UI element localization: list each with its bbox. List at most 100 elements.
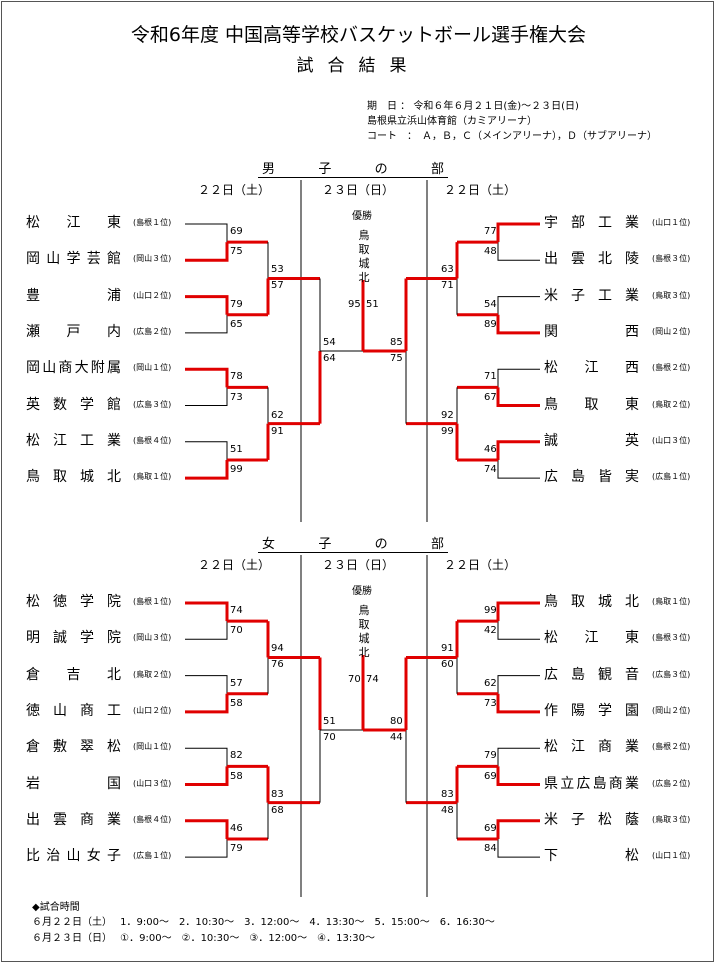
men-champion-char: 城 <box>358 257 370 270</box>
women-left-team: 松徳学院 <box>26 594 121 610</box>
women-right-semi-score: 44 <box>390 732 403 744</box>
men-left-team: 豊浦 <box>26 287 121 304</box>
men-left-r1-line <box>185 387 228 406</box>
men-day-right: ２２日（土） <box>444 183 517 197</box>
info-date: 期 日 ： 令和６年６月２１日(金)～２３日(日) <box>367 101 579 112</box>
women-heading-char: の <box>374 537 388 552</box>
men-right-r1-line <box>496 387 540 407</box>
men-day-left: ２２日（土） <box>198 183 271 197</box>
women-right-r2-score: 60 <box>441 659 454 671</box>
men-left-seed: (岡山３位) <box>133 254 172 264</box>
men-heading: 男子の部 <box>258 162 448 178</box>
women-right-r2-score: 48 <box>441 804 454 816</box>
women-left-r1-line <box>185 693 229 714</box>
women-right-seed: (岡山２位) <box>652 705 691 715</box>
women-champion-char: 鳥 <box>358 604 370 617</box>
info-court: コート ： Ａ，Ｂ，Ｃ（メインアリーナ），Ｄ（サブアリーナ） <box>367 131 657 142</box>
men-right-seed: (鳥取３位) <box>652 290 691 300</box>
men-right-seed: (鳥取２位) <box>652 399 691 409</box>
women-left-seed: (島根４位) <box>133 814 172 824</box>
men-right-r1-score: 71 <box>484 371 497 383</box>
men-right-r1-score: 48 <box>484 246 497 258</box>
women-right-team: 下松 <box>544 848 639 865</box>
women-champion-char: 北 <box>358 646 370 659</box>
men-left-r1-line <box>185 367 229 388</box>
men-left-seed: (岡山１位) <box>133 363 172 373</box>
women-left-r1-line <box>185 601 229 622</box>
women-right-team: 県立広島商業 <box>544 775 639 792</box>
women-left-r1-score: 57 <box>230 677 243 689</box>
men-right-r2-score: 71 <box>441 280 454 292</box>
women-right-team: 広島観音 <box>544 666 639 683</box>
men-left-team: 岡山学芸館 <box>26 251 121 268</box>
men-left-r1-score: 79 <box>230 298 243 310</box>
men-heading-char: 部 <box>430 162 444 177</box>
men-left-r2-score: 53 <box>271 264 284 276</box>
women-final-score: 74 <box>366 674 379 685</box>
page-title: 令和6年度 中国高等学校バスケットボール選手権大会 <box>130 24 587 46</box>
women-right-team: 米子松蔭 <box>544 811 639 828</box>
women-day-right: ２２日（土） <box>444 558 517 572</box>
women-left-r1-score: 58 <box>230 770 243 782</box>
men-left-team: 瀬戸内 <box>26 323 121 340</box>
men-left-r2-score: 62 <box>271 409 284 421</box>
men-right-semi-score: 85 <box>390 337 403 349</box>
women-left-seed: (広島１位) <box>133 851 172 861</box>
men-right-team: 誠英 <box>544 432 639 449</box>
men-left-semi-score: 64 <box>323 353 336 365</box>
women-champion-label: 優勝 <box>352 586 372 597</box>
men-left-r1-score: 73 <box>230 391 243 403</box>
men-left-r2-score: 91 <box>271 425 284 437</box>
men-right-r1-line <box>496 440 540 460</box>
men-right-r2-score: 92 <box>441 409 454 421</box>
women-right-r2-score: 83 <box>441 788 454 800</box>
men-left-r1-line <box>185 223 228 243</box>
women-left-semi-score: 70 <box>323 732 336 744</box>
men-right-team: 関西 <box>544 323 639 340</box>
schedule-day1: ６月２２日（土） 1．9:00～ 2．10:30～ 3．12:00～ 4．13:… <box>32 917 495 928</box>
women-heading: 女子の部 <box>258 537 448 553</box>
women-right-r1-line <box>497 621 540 640</box>
men-left-r1-line <box>185 314 228 334</box>
women-right-r1-score: 42 <box>484 625 497 637</box>
women-right-r1-score: 84 <box>484 843 497 855</box>
women-right-r1-line <box>496 693 540 714</box>
men-left-r1-score: 75 <box>230 246 243 258</box>
men-left-seed: (鳥取１位) <box>133 472 172 482</box>
men-left-r1-score: 51 <box>230 443 243 455</box>
women-right-team: 松江商業 <box>544 739 639 756</box>
women-left-team: 出雲商業 <box>26 811 121 828</box>
women-right-seed: (鳥取１位) <box>652 597 691 606</box>
men-right-r1-line <box>497 459 540 479</box>
women-right-team: 鳥取城北 <box>544 594 639 610</box>
men-right-seed: (島根２位) <box>652 363 691 373</box>
women-right-team: 作陽学園 <box>544 702 639 719</box>
women-left-r2-score: 83 <box>271 788 284 800</box>
women-right-seed: (島根２位) <box>652 742 691 752</box>
men-left-r1-line <box>185 441 228 460</box>
men-left-r1-score: 65 <box>230 318 243 330</box>
men-champion-label: 優勝 <box>352 211 372 222</box>
men-champion-char: 取 <box>358 243 370 256</box>
women-left-r1-line <box>185 675 228 694</box>
men-right-r1-line <box>497 296 540 315</box>
women-right-r2-score: 91 <box>441 643 454 655</box>
men-right-seed: (島根３位) <box>652 254 691 264</box>
women-final-score: 70 <box>348 674 361 685</box>
men-left-r1-line <box>185 242 229 262</box>
women-right-r1-score: 79 <box>484 750 497 762</box>
men-right-r1-line <box>497 368 540 388</box>
women-left-r1-line <box>185 819 229 839</box>
women-left-r2-score: 76 <box>271 659 284 671</box>
women-right-r1-line <box>497 675 540 694</box>
women-heading-char: 部 <box>430 537 444 552</box>
women-right-team: 松江東 <box>544 630 639 647</box>
women-left-r1-score: 79 <box>230 843 243 855</box>
women-left-seed: (山口２位) <box>133 705 172 715</box>
women-heading-char: 子 <box>318 537 332 552</box>
women-champion-char: 取 <box>358 618 370 631</box>
women-left-seed: (岡山１位) <box>133 742 172 752</box>
women-right-seed: (島根３位) <box>652 633 691 643</box>
women-left-seed: (山口３位) <box>133 778 172 788</box>
men-left-r1-score: 69 <box>230 226 243 237</box>
